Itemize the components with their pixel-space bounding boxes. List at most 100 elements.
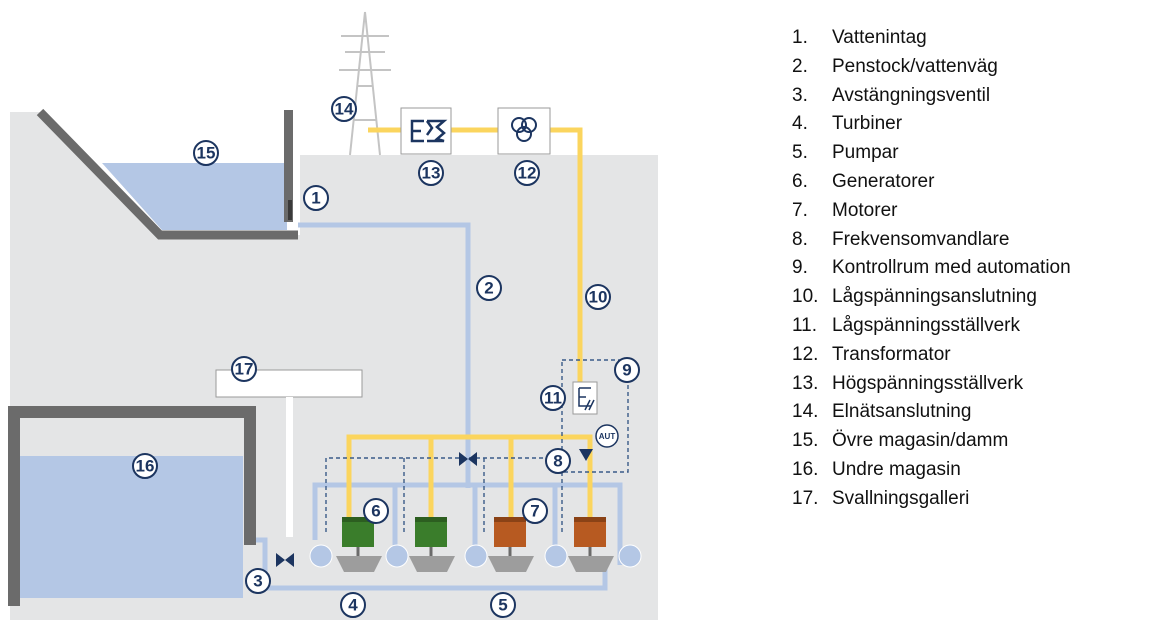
- power-cables: [346, 127, 593, 517]
- marker-number: 16: [136, 457, 155, 476]
- marker-number: 7: [530, 502, 539, 521]
- marker-number: 10: [589, 288, 608, 307]
- legend-label: Lågspänningsställverk: [832, 314, 1021, 336]
- legend-item: 9. Kontrollrum med automation: [792, 254, 1071, 283]
- marker-11: [540, 385, 566, 411]
- legend-item: 15. Övre magasin/damm: [792, 427, 1071, 456]
- aut-icon: [595, 424, 619, 448]
- transformer-box: [497, 107, 551, 155]
- legend-item: 12.Transformator: [792, 341, 1071, 370]
- marker-number: 17: [235, 360, 254, 379]
- number-marker-labels: 1 2 3 4 5 6 7 8 9 10 11 12 13 14 15 16 1…: [136, 100, 632, 615]
- marker-14: [331, 96, 357, 122]
- marker-15: [193, 140, 219, 166]
- legend-number: 16.: [792, 458, 819, 480]
- legend-label: Transformator: [832, 343, 951, 365]
- transformer-icon: [511, 117, 537, 142]
- marker-number: 15: [197, 144, 216, 163]
- marker-number: 3: [253, 572, 262, 591]
- intake-gate: [284, 110, 293, 222]
- legend-number: 1.: [792, 27, 808, 48]
- legend-number: 5.: [792, 142, 808, 164]
- intake-gate-stem: [288, 200, 292, 220]
- legend-number: 13.: [792, 372, 819, 394]
- legend-number: 7.: [792, 199, 808, 221]
- lower-reservoir-wall: [8, 406, 256, 606]
- marker-8: [545, 448, 571, 474]
- marker-7: [522, 498, 548, 524]
- marker-number: 11: [544, 389, 562, 408]
- legend-number: 8.: [792, 228, 808, 250]
- legend-number: 9.: [792, 257, 808, 279]
- legend-number: 4.: [792, 113, 808, 135]
- marker-17: [231, 356, 257, 382]
- legend-number: 15.: [792, 430, 819, 452]
- legend-item: 4. Turbiner: [792, 110, 1071, 139]
- number-markers: [132, 96, 640, 618]
- legend-label: Motorer: [832, 199, 898, 221]
- lower-reservoir-water: [20, 456, 243, 598]
- legend-item: 6. Generatorer: [792, 168, 1071, 197]
- marker-number: 12: [518, 164, 537, 183]
- legend-item: 1. Vattenintag: [792, 24, 1071, 53]
- legend-label: Pumpar: [832, 142, 899, 164]
- upper-reservoir-wall: [36, 108, 298, 240]
- pumped-storage-diagram: AUT: [8, 11, 658, 620]
- legend-number: 17.: [792, 487, 819, 509]
- legend-number: 14.: [792, 401, 819, 423]
- legend-item: 8. Frekvensomvandlare: [792, 226, 1071, 255]
- marker-number: 5: [498, 596, 507, 615]
- machine-units: [309, 517, 642, 572]
- legend-item: 13. Högspänningsställverk: [792, 370, 1071, 399]
- marker-number: 1: [311, 189, 320, 208]
- legend-number: 6.: [792, 170, 808, 192]
- legend-item: 7. Motorer: [792, 197, 1071, 226]
- switchgear-icon: [410, 119, 448, 143]
- marker-4: [340, 592, 366, 618]
- legend-label: Lågspänningsanslutning: [832, 286, 1037, 308]
- upper-reservoir-water: [102, 163, 287, 230]
- legend-label: Övre magasin/damm: [832, 430, 1009, 452]
- legend-item: 3.Avstängningsventil: [792, 82, 1071, 111]
- marker-5: [490, 592, 516, 618]
- marker-1: [303, 185, 329, 211]
- legend-label: Kontrollrum med automation: [832, 257, 1071, 279]
- legend-label: Vattenintag: [832, 27, 927, 48]
- marker-number: 8: [553, 452, 562, 471]
- legend-item: 5. Pumpar: [792, 139, 1071, 168]
- legend-label: Högspänningsställverk: [832, 372, 1024, 394]
- legend-label: Turbiner: [832, 113, 903, 135]
- surge-shaft: [286, 397, 293, 537]
- low-voltage-switchgear-icon: [578, 387, 595, 411]
- marker-number: 9: [622, 361, 631, 380]
- legend-item: 11. Lågspänningsställverk: [792, 312, 1071, 341]
- marker-10: [585, 284, 611, 310]
- legend-item: 14. Elnätsanslutning: [792, 398, 1071, 427]
- marker-16: [132, 453, 158, 479]
- legend-label: Elnätsanslutning: [832, 401, 972, 423]
- marker-13: [418, 160, 444, 186]
- marker-3: [245, 568, 271, 594]
- marker-6: [363, 498, 389, 524]
- legend-label: Undre magasin: [832, 458, 961, 480]
- legend-number: 11.: [792, 314, 818, 336]
- legend-item: 2. Penstock/vattenväg: [792, 53, 1071, 82]
- legend-item: 10. Lågspänningsanslutning: [792, 283, 1071, 312]
- valve-icon: [459, 452, 477, 466]
- control-lines: [325, 359, 629, 532]
- marker-number: 2: [484, 279, 493, 298]
- legend-item: 17. Svallningsgalleri: [792, 485, 1071, 514]
- legend-number: 2.: [792, 55, 808, 77]
- legend-number: 10.: [792, 286, 819, 308]
- marker-2: [476, 275, 502, 301]
- legend-label: Penstock/vattenväg: [832, 55, 998, 77]
- legend-list: 1. Vattenintag 2. Penstock/vattenväg 3.Avs…: [792, 24, 1071, 514]
- marker-9: [614, 357, 640, 383]
- legend-label: Svallningsgalleri: [832, 487, 970, 509]
- legend-label: Avstängningsventil: [832, 84, 991, 106]
- legend-label: Frekvensomvandlare: [832, 228, 1010, 250]
- marker-number: 6: [371, 502, 380, 521]
- marker-number: 13: [422, 164, 441, 183]
- legend-label: Generatorer: [832, 170, 935, 192]
- marker-12: [514, 160, 540, 186]
